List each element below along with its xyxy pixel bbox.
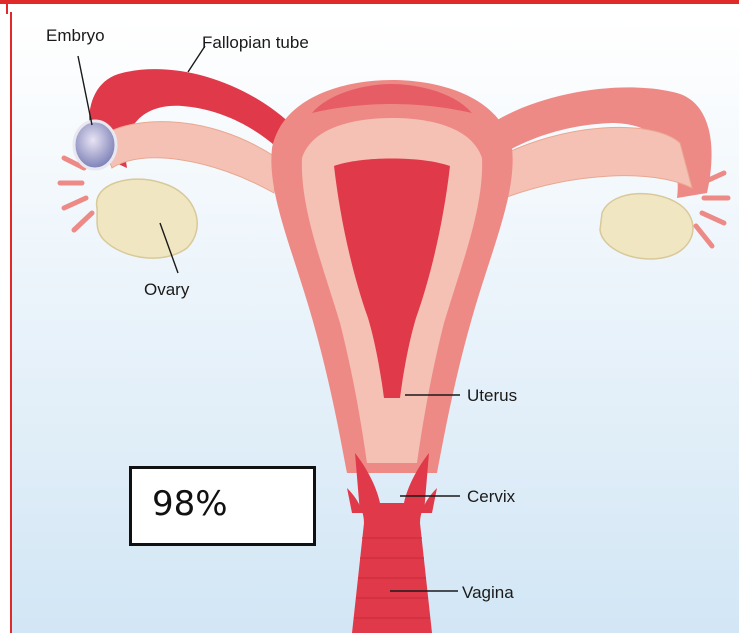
ovary-right bbox=[600, 194, 693, 259]
embryo-icon bbox=[74, 121, 116, 169]
percentage-box: 98% bbox=[129, 466, 316, 546]
vagina-label: Vagina bbox=[462, 583, 514, 602]
percentage-value: 98% bbox=[152, 487, 228, 521]
uterus-label: Uterus bbox=[467, 386, 517, 405]
frame-corner-tick bbox=[0, 0, 8, 14]
frame-top-border bbox=[0, 0, 739, 4]
embryo-label: Embryo bbox=[46, 26, 105, 45]
ovary-label: Ovary bbox=[144, 280, 190, 299]
uterus-anatomy-diagram: Embryo Fallopian tube Ovary Uterus Cervi… bbox=[12, 18, 739, 633]
cervix-label: Cervix bbox=[467, 487, 516, 506]
fallopian-tube-label: Fallopian tube bbox=[202, 33, 309, 52]
